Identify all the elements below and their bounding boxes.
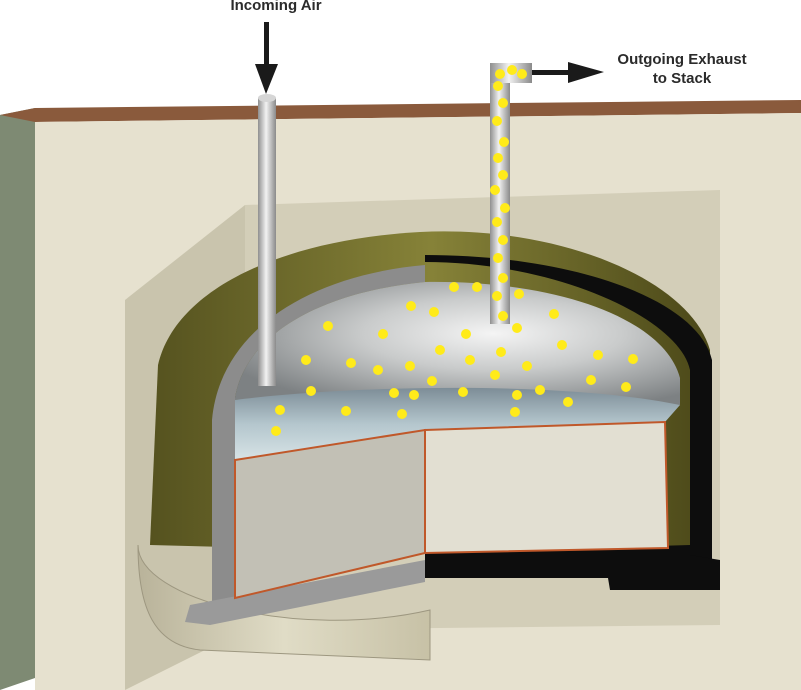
particle-dot <box>301 355 311 365</box>
particle-dot <box>512 390 522 400</box>
particle-dot <box>492 291 502 301</box>
particle-dot <box>498 235 508 245</box>
gray-floor-slab <box>185 560 425 625</box>
outgoing-exhaust-label: Outgoing Exhaust to Stack <box>572 50 792 88</box>
particle-dot <box>405 361 415 371</box>
particle-dot <box>493 253 503 263</box>
particle-dot <box>621 382 631 392</box>
particle-dot <box>492 217 502 227</box>
particle-dot <box>435 345 445 355</box>
dark-floor-slab <box>425 545 720 590</box>
particle-dot <box>492 116 502 126</box>
particle-dot <box>498 273 508 283</box>
particle-dot <box>465 355 475 365</box>
exhaust-stack-pipe <box>490 70 510 324</box>
gas-headspace <box>235 281 680 405</box>
particle-dot <box>628 354 638 364</box>
arrow-right-icon <box>532 62 604 83</box>
particle-dot <box>535 385 545 395</box>
particle-dot <box>522 361 532 371</box>
gas-particles <box>271 65 638 436</box>
particle-dot <box>397 409 407 419</box>
particle-dot <box>389 388 399 398</box>
particle-dot <box>490 370 500 380</box>
particle-dot <box>593 350 603 360</box>
particle-dot <box>493 153 503 163</box>
particle-dot <box>507 65 517 75</box>
particle-dot <box>458 387 468 397</box>
particle-dot <box>510 407 520 417</box>
incoming-air-label: Incoming Air <box>230 0 322 14</box>
gray-lining-left <box>212 265 425 612</box>
ground-left-face <box>0 108 35 690</box>
particle-dot <box>498 98 508 108</box>
particle-dot <box>373 365 383 375</box>
particle-dot <box>498 311 508 321</box>
foundation-ring <box>137 544 431 661</box>
particle-dot <box>490 185 500 195</box>
particle-dot <box>557 340 567 350</box>
particle-dot <box>346 358 356 368</box>
particle-dot <box>449 282 459 292</box>
particle-dot <box>514 289 524 299</box>
particle-dot <box>517 69 527 79</box>
particle-dot <box>378 329 388 339</box>
particle-dot <box>306 386 316 396</box>
particle-dot <box>500 203 510 213</box>
particle-dot <box>496 347 506 357</box>
outgoing-exhaust-line2: to Stack <box>652 70 712 87</box>
particle-dot <box>472 282 482 292</box>
particle-dot <box>549 309 559 319</box>
particle-dot <box>493 81 503 91</box>
particle-dot <box>586 375 596 385</box>
particle-dot <box>275 405 285 415</box>
inlet-pipe-cap <box>258 94 276 102</box>
particle-dot <box>498 170 508 180</box>
particle-dot <box>495 69 505 79</box>
particle-dot <box>409 390 419 400</box>
ground-top-surface <box>0 100 801 122</box>
particle-dot <box>406 301 416 311</box>
particle-dot <box>563 397 573 407</box>
particle-dot <box>429 307 439 317</box>
particle-dot <box>341 406 351 416</box>
arrow-down-icon <box>255 22 278 94</box>
particle-dot <box>512 323 522 333</box>
particle-dot <box>461 329 471 339</box>
particle-dot <box>499 137 509 147</box>
inlet-pipe <box>258 98 276 386</box>
particle-dot <box>323 321 333 331</box>
particle-dot <box>427 376 437 386</box>
outgoing-exhaust-line1: Outgoing Exhaust <box>617 51 747 68</box>
particle-dot <box>271 426 281 436</box>
tank-right-section <box>424 420 670 555</box>
